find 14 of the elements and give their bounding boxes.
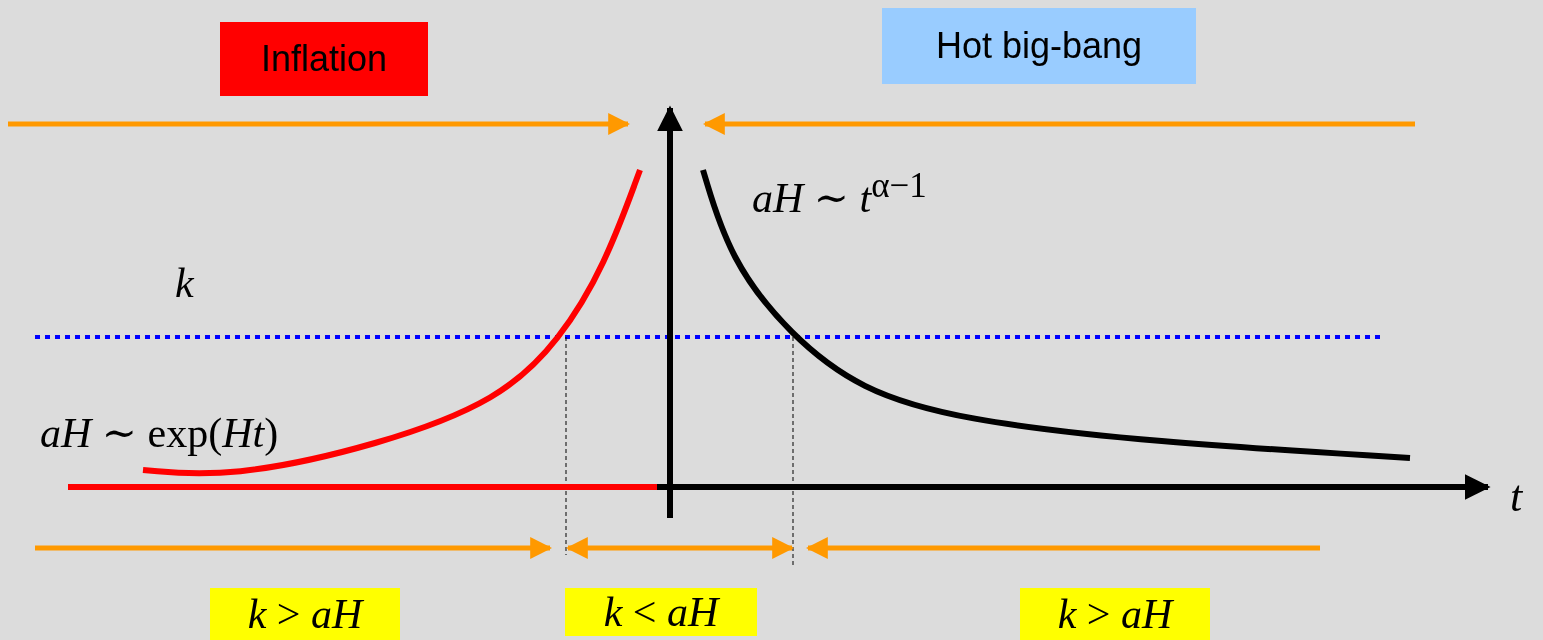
node-text: Hot big-bang — [935, 25, 1143, 67]
wavenumber-label: k — [175, 262, 194, 304]
node-text: Inflation — [260, 38, 388, 80]
era-label — [220, 22, 428, 96]
formula-label: aH ∼ t$^{α−1}$ — [752, 168, 927, 219]
regime-label — [210, 588, 400, 640]
node-text: k > aH — [247, 590, 363, 638]
formula-label: aH ∼ exp(Ht) — [40, 412, 279, 454]
node-text: k < aH — [603, 588, 719, 636]
node-text: k > aH — [1057, 590, 1173, 638]
regime-label — [1020, 588, 1210, 640]
axis-label: t — [1510, 475, 1523, 519]
regime-label — [565, 588, 757, 636]
era-label — [882, 8, 1196, 84]
